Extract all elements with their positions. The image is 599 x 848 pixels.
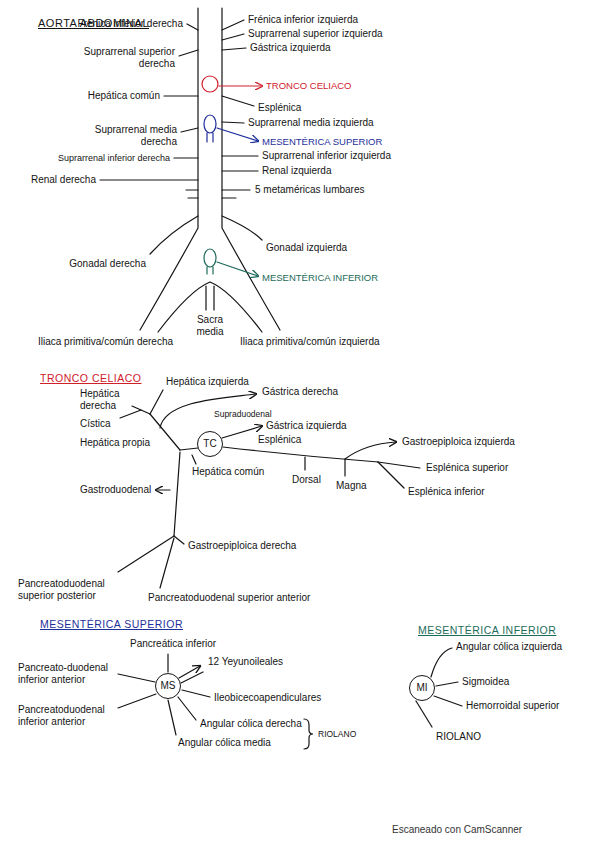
vessel-label: 5 metaméricas lumbares — [255, 184, 364, 196]
branch-circle: MS — [155, 673, 181, 699]
vessel-label: Supraduodenal — [214, 408, 272, 420]
origin-label: MESENTÉRICA INFERIOR — [262, 272, 378, 284]
vessel-label: Suprarrenal superior derecha — [70, 46, 175, 70]
branch-circle: MI — [409, 675, 435, 701]
vessel-label: Suprarrenal media izquierda — [248, 117, 374, 129]
vessel-label: Renal izquierda — [262, 165, 332, 177]
vessel-label: Angular cólica izquierda — [456, 641, 562, 653]
vessel-label: Dorsal — [292, 474, 321, 486]
section-heading: TRONCO CELIACO — [40, 372, 142, 384]
vessel-label: Iliaca primitiva/común derecha — [38, 336, 173, 348]
vessel-label: Suprarrenal inferior izquierda — [262, 150, 391, 162]
vessel-label: Esplénica inferior — [408, 486, 485, 498]
vessel-label: Esplénica — [258, 102, 301, 114]
vessel-label: Ileobicecoapendiculares — [214, 692, 321, 704]
vessel-label: Pancreatoduodenal inferior anterior — [18, 704, 116, 728]
watermark: Escaneado con CamScanner — [392, 824, 522, 836]
vessel-label: Pancreática inferior — [130, 638, 216, 650]
group-label: RIOLANO — [436, 731, 481, 743]
vessel-label: Frénica inferior derecha — [77, 18, 183, 30]
vessel-label: 12 Yeyunoileales — [208, 656, 283, 668]
vessel-label: Renal derecha — [31, 174, 96, 186]
vessel-label: Hepática derecha — [80, 388, 128, 412]
circle-text: MS — [161, 680, 176, 692]
vessel-label: Gastroepiploica derecha — [188, 540, 296, 552]
vessel-label: Pancreato-duodenal inferior anterior — [18, 662, 116, 686]
vessel-label: Frénica inferior izquierda — [248, 14, 358, 26]
circle-text: MI — [416, 682, 427, 694]
vessel-label: Gonadal izquierda — [266, 242, 347, 254]
vessel-label: Angular cólica media — [178, 737, 271, 749]
vessel-label: Esplénica superior — [426, 462, 508, 474]
vessel-label: Gastroduodenal — [80, 484, 151, 496]
origin-label: TRONCO CELIACO — [266, 80, 352, 92]
vessel-label: Sacra media — [190, 314, 230, 338]
origin-label: MESENTÉRICA SUPERIOR — [262, 136, 382, 148]
vessel-label: Iliaca primitiva/común izquierda — [240, 336, 380, 348]
vessel-label: Hepática izquierda — [166, 376, 249, 388]
section-heading: MESENTÉRICA INFERIOR — [418, 624, 556, 636]
vessel-label: Suprarrenal inferior derecha — [58, 152, 170, 164]
section-heading: MESENTÉRICA SUPERIOR — [40, 618, 183, 630]
vessel-label: Hepática propia — [80, 437, 150, 449]
vessel-label: Pancreatoduodenal superior anterior — [148, 592, 310, 604]
vessel-label: Sigmoidea — [462, 676, 509, 688]
vessel-label: Hepática común — [192, 466, 264, 478]
vessel-label: Gástrica izquierda — [266, 420, 347, 432]
vessel-label: Gastroepiploica izquierda — [402, 436, 515, 448]
vessel-label: Magna — [336, 480, 367, 492]
vessel-label: Angular cólica derecha — [200, 718, 302, 730]
group-label: RIOLANO — [318, 728, 356, 740]
vessel-label: Gástrica derecha — [262, 386, 338, 398]
vessel-label: Esplénica — [258, 434, 301, 446]
vessel-label: Hepática común — [88, 90, 160, 102]
circle-text: TC — [203, 438, 216, 450]
vessel-label: Suprarrenal superior izquierda — [248, 28, 383, 40]
branch-circle: TC — [197, 431, 223, 457]
vessel-label: Cística — [80, 418, 111, 430]
vessel-label: Gástrica izquierda — [250, 42, 331, 54]
vessel-label: Hemorroidal superior — [466, 700, 559, 712]
vessel-label: Pancreatoduodenal superior posterior — [18, 578, 140, 602]
vessel-label: Gonadal derecha — [69, 258, 146, 270]
vessel-label: Suprarrenal media derecha — [82, 124, 177, 148]
